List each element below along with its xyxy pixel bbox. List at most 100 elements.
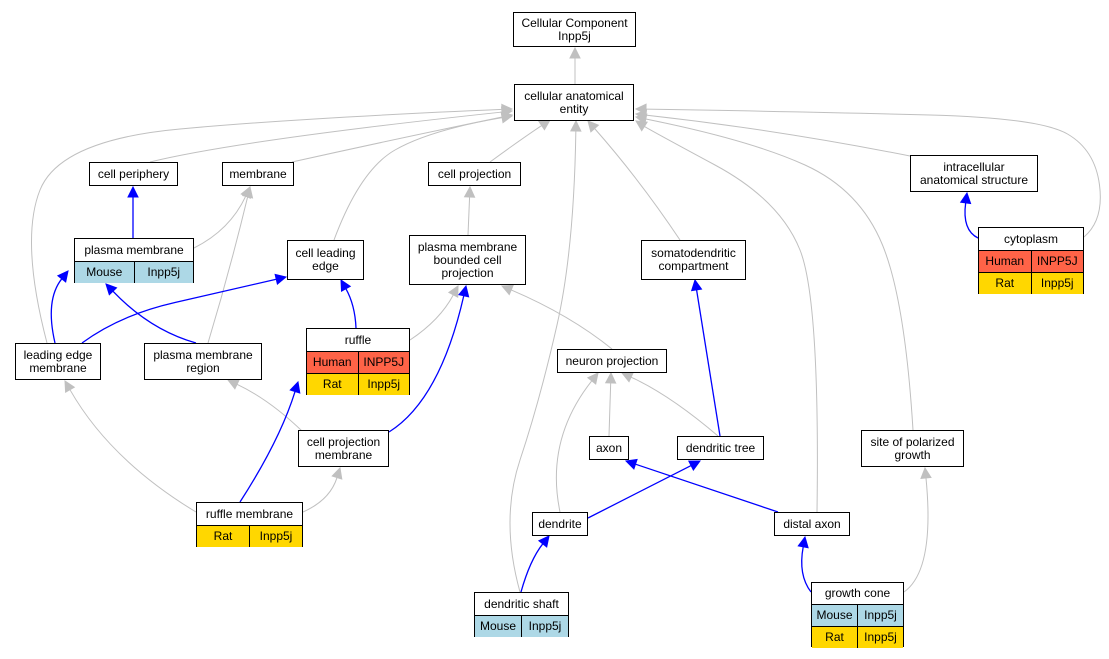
edge-line [409, 294, 454, 341]
edge-arrowhead [500, 112, 514, 124]
edge-arrowhead [274, 273, 288, 286]
node-label: membrane [229, 166, 287, 181]
edge-dendrite-to-neuron-projection [555, 372, 599, 513]
node-label: intracellular anatomical structure [919, 159, 1029, 187]
edge-arrowhead [624, 458, 638, 470]
edge-arrowhead [690, 278, 703, 292]
node-cytoplasm[interactable]: cytoplasm Human INPP5J Rat Inpp5j [978, 227, 1084, 294]
edge-cell-leading-edge-to-cellular-anatomical-entity [333, 112, 514, 241]
node-ruffle-membrane[interactable]: ruffle membrane Rat Inpp5j [196, 502, 303, 547]
node-label: plasma membrane [84, 242, 184, 257]
edge-line [149, 111, 503, 163]
node-label: neuron projection [565, 353, 659, 368]
edge-leading-edge-membrane-to-plasma-membrane [50, 270, 69, 344]
node-plasma-membrane-bounded-cell-projection[interactable]: plasma membrane bounded cell projection [409, 235, 526, 285]
edge-line [645, 108, 1101, 238]
edge-dendritic-tree-to-neuron-projection [620, 372, 719, 437]
edge-arrowhead [64, 380, 76, 393]
node-label: dendritic tree [685, 440, 756, 455]
node-label: Cellular Component Inpp5j [521, 15, 628, 43]
node-intracellular-anatomical-structure[interactable]: intracellular anatomical structure [910, 155, 1038, 192]
edge-somatodendritic-compartment-to-cellular-anatomical-entity [587, 120, 681, 241]
edge-line [555, 380, 593, 513]
edge-line [81, 278, 277, 344]
annotation-row: Mouse Inpp5j [475, 615, 568, 637]
node-ruffle[interactable]: ruffle Human INPP5J Rat Inpp5j [306, 328, 410, 395]
edge-line [594, 128, 681, 241]
edge-line [207, 196, 249, 344]
edge-intracellular-anatomical-structure-to-cellular-anatomical-entity [634, 109, 916, 158]
edge-line [489, 125, 542, 163]
gene-cell: Inpp5j [857, 627, 903, 648]
species-cell: Rat [197, 526, 249, 547]
node-growth-cone[interactable]: growth cone Mouse Inpp5j Rat Inpp5j [811, 582, 904, 648]
node-label: dendritic shaft [484, 596, 559, 611]
edge-line [587, 464, 692, 519]
annotation-row: Mouse Inpp5j [75, 261, 193, 283]
edge-plasma-membrane-region-to-membrane [207, 185, 254, 344]
node-dendritic-tree[interactable]: dendritic tree [677, 436, 764, 460]
edge-arrowhead [570, 119, 582, 132]
gene-cell: Inpp5j [249, 526, 302, 547]
node-cell-leading-edge[interactable]: cell leading edge [287, 240, 364, 280]
edge-plasma-membrane-to-cell-periphery [127, 185, 139, 238]
edge-line [31, 108, 503, 344]
edge-arrowhead [56, 270, 69, 283]
node-leading-edge-membrane[interactable]: leading edge membrane [15, 343, 101, 380]
edge-arrowhead [797, 535, 809, 549]
edge-line [467, 196, 471, 236]
node-plasma-membrane-region[interactable]: plasma membrane region [144, 343, 262, 380]
edge-cytoplasm-to-intracellular-anatomical-structure [959, 191, 979, 239]
gene-cell: Inpp5j [857, 605, 903, 626]
edge-arrowhead [500, 284, 514, 296]
node-label: growth cone [824, 586, 891, 600]
node-dendritic-shaft[interactable]: dendritic shaft Mouse Inpp5j [474, 592, 569, 637]
node-cell-projection-membrane[interactable]: cell projection membrane [298, 430, 389, 467]
node-cellular-component[interactable]: Cellular Component Inpp5j [513, 12, 636, 47]
annotation-row: Rat Inpp5j [197, 525, 302, 547]
species-cell: Mouse [475, 616, 521, 637]
node-axon[interactable]: axon [589, 436, 629, 460]
annotation-row: Human INPP5J [307, 351, 409, 373]
node-label: site of polarized growth [870, 434, 955, 462]
edge-dendritic-tree-to-somatodendritic-compartment [690, 278, 721, 437]
edge-arrowhead [586, 372, 599, 385]
node-cellular-anatomical-entity[interactable]: cellular anatomical entity [514, 84, 634, 121]
annotation-row: Rat Inpp5j [979, 272, 1083, 294]
edge-arrowhead [537, 535, 550, 548]
edge-line [630, 376, 719, 437]
edge-arrowhead [688, 460, 701, 471]
gene-cell: Inpp5j [357, 374, 409, 395]
edge-line [964, 202, 979, 239]
edge-line [645, 118, 914, 431]
edge-distal-axon-to-axon [624, 458, 779, 513]
node-membrane[interactable]: membrane [222, 162, 294, 186]
node-cell-projection[interactable]: cell projection [428, 162, 521, 186]
edge-ruffle-to-pm-bounded-cell-projection [409, 285, 459, 341]
edge-arrowhead [501, 103, 514, 116]
node-cell-periphery[interactable]: cell periphery [89, 162, 178, 186]
node-site-of-polarized-growth[interactable]: site of polarized growth [861, 430, 964, 467]
node-dendrite[interactable]: dendrite [532, 512, 588, 536]
node-label: cell projection [437, 166, 512, 181]
node-distal-axon[interactable]: distal axon [774, 512, 850, 536]
edge-arrowhead [920, 466, 932, 480]
node-plasma-membrane[interactable]: plasma membrane Mouse Inpp5j [74, 238, 194, 283]
edge-cytoplasm-to-cellular-anatomical-entity [634, 103, 1101, 238]
node-neuron-projection[interactable]: neuron projection [557, 349, 667, 373]
edge-arrowhead [604, 371, 617, 384]
annotation-row: Rat Inpp5j [812, 626, 903, 648]
edge-line [509, 130, 577, 593]
gene-cell: INPP5J [357, 352, 409, 373]
node-label: axon [595, 440, 623, 455]
annotation-row: Human INPP5J [979, 250, 1083, 272]
node-somatodendritic-compartment[interactable]: somatodendritic compartment [641, 240, 746, 280]
edge-line [520, 543, 544, 593]
edge-cellular-anatomical-entity-to-cellular-component [569, 46, 581, 84]
edge-leading-edge-membrane-to-cellular-anatomical-entity [31, 103, 514, 344]
node-label: distal axon [783, 516, 841, 531]
edge-arrowhead [127, 185, 139, 198]
edge-ruffle-membrane-to-ruffle [239, 380, 301, 503]
